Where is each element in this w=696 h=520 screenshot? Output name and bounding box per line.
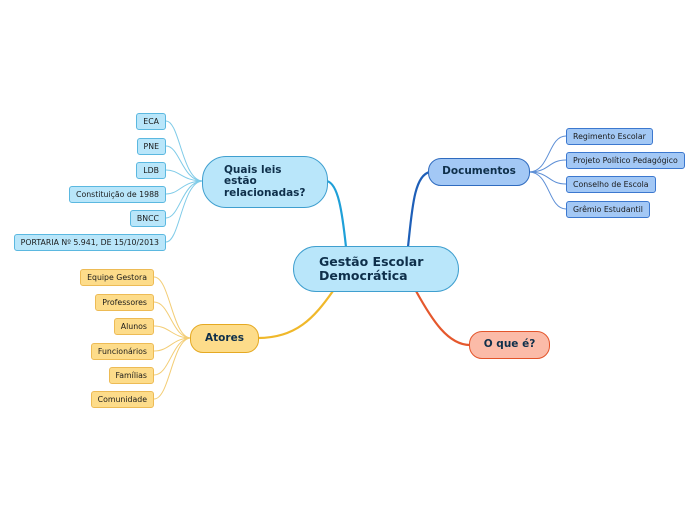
subtopic-label: Projeto Político Pedagógico	[573, 156, 678, 165]
subtopic-regimento[interactable]: Regimento Escolar	[566, 128, 653, 145]
subtopic-familias[interactable]: Famílias	[108, 367, 154, 384]
link-actors-comunidade	[153, 337, 192, 400]
topic-actors[interactable]: Atores	[190, 324, 259, 353]
link-docs-ppp	[528, 159, 567, 173]
topic-laws-label: Quais leis estão relacionadas?	[224, 163, 306, 199]
subtopic-ppp[interactable]: Projeto Político Pedagógico	[566, 152, 685, 169]
topic-what-label: O que é?	[483, 338, 536, 351]
link-actors-professores	[153, 301, 192, 339]
subtopic-label: Grêmio Estudantil	[573, 205, 643, 214]
link-central-laws	[326, 179, 348, 248]
link-laws-pne	[165, 145, 204, 182]
link-laws-portaria	[165, 180, 204, 243]
subtopic-label: Funcionários	[97, 347, 147, 356]
subtopic-alunos[interactable]: Alunos	[113, 318, 154, 335]
link-actors-alunos	[153, 325, 192, 339]
topic-documents[interactable]: Documentos	[428, 158, 530, 186]
subtopic-label: PORTARIA Nº 5.941, DE 15/10/2013	[20, 238, 159, 247]
subtopic-ldb[interactable]: LDB	[136, 162, 166, 179]
subtopic-bncc[interactable]: BNCC	[129, 210, 166, 227]
link-laws-eca	[165, 120, 204, 182]
central-topic-label: Gestão Escolar Democrática	[319, 254, 424, 283]
subtopic-label: PNE	[143, 142, 159, 151]
subtopic-equipe-gestora[interactable]: Equipe Gestora	[80, 269, 154, 286]
central-topic[interactable]: Gestão Escolar Democrática	[293, 246, 459, 292]
link-central-actors	[257, 290, 334, 340]
subtopic-gremio[interactable]: Grêmio Estudantil	[566, 201, 650, 218]
subtopic-professores[interactable]: Professores	[95, 294, 154, 311]
subtopic-label: BNCC	[136, 214, 159, 223]
subtopic-label: Comunidade	[97, 395, 147, 404]
subtopic-portaria[interactable]: PORTARIA Nº 5.941, DE 15/10/2013	[13, 234, 166, 251]
link-central-documents	[406, 170, 431, 248]
subtopic-funcionarios[interactable]: Funcionários	[90, 343, 154, 360]
topic-laws[interactable]: Quais leis estão relacionadas?	[202, 156, 328, 208]
link-docs-gremio	[528, 171, 567, 210]
link-laws-bncc	[165, 180, 204, 219]
subtopic-label: Alunos	[120, 322, 147, 331]
subtopic-label: LDB	[143, 166, 159, 175]
subtopic-label: Regimento Escolar	[573, 132, 646, 141]
subtopic-label: Famílias	[115, 371, 147, 380]
subtopic-constituicao[interactable]: Constituição de 1988	[69, 186, 166, 203]
subtopic-comunidade[interactable]: Comunidade	[90, 391, 154, 408]
link-central-what	[415, 290, 471, 347]
link-docs-regimento	[528, 135, 567, 173]
subtopic-label: Conselho de Escola	[573, 180, 649, 189]
subtopic-label: Equipe Gestora	[87, 273, 147, 282]
topic-documents-label: Documentos	[442, 165, 516, 178]
subtopic-conselho[interactable]: Conselho de Escola	[566, 176, 656, 193]
subtopic-label: Constituição de 1988	[76, 190, 159, 199]
topic-what[interactable]: O que é?	[469, 331, 550, 359]
subtopic-label: Professores	[102, 298, 147, 307]
link-laws-ldb	[165, 169, 204, 182]
link-actors-equipe	[153, 276, 192, 339]
topic-actors-label: Atores	[205, 331, 244, 344]
link-docs-conselho	[528, 171, 567, 185]
subtopic-pne[interactable]: PNE	[136, 138, 166, 155]
subtopic-eca[interactable]: ECA	[136, 113, 166, 130]
subtopic-label: ECA	[143, 117, 159, 126]
